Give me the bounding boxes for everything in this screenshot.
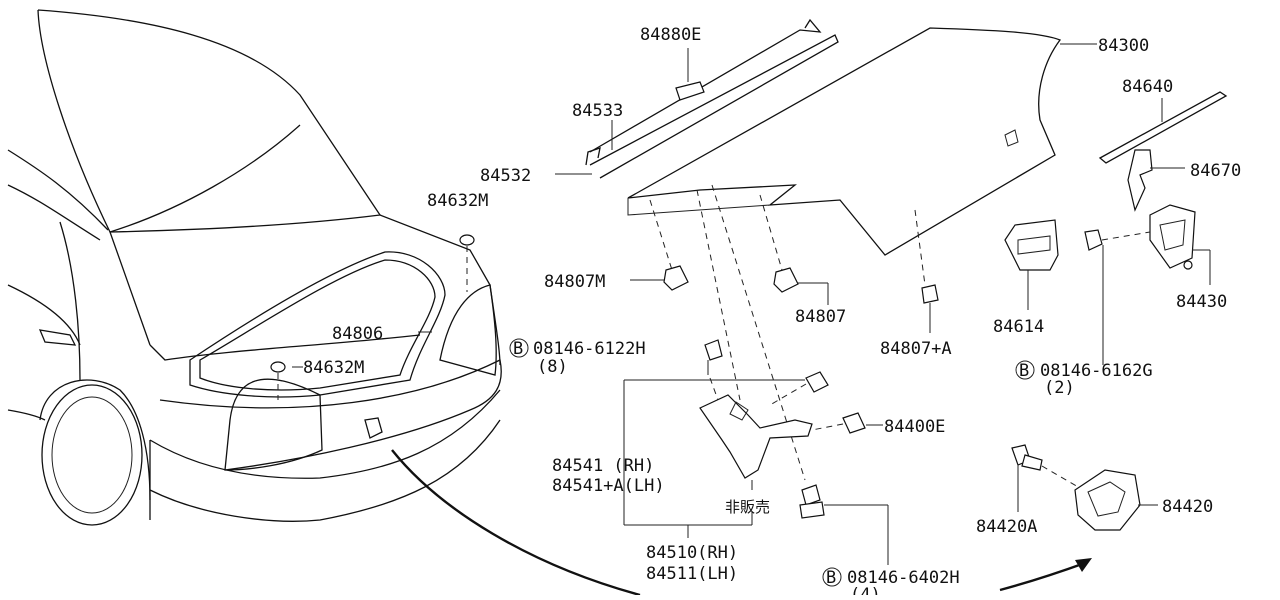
label-84632M-mid: 84632M	[303, 358, 364, 378]
striker-84420	[1011, 444, 1158, 531]
label-84300: 84300	[1098, 36, 1149, 56]
label-84510-rh: 84510(RH)	[646, 543, 738, 563]
label-84541-rh: 84541 (RH)	[552, 456, 654, 476]
label-84632M-top: 84632M	[427, 191, 488, 211]
flow-arrow-right	[999, 561, 1086, 592]
label-bolt-qty-2: (2)	[1044, 378, 1075, 398]
label-84541A-lh: 84541+A(LH)	[552, 476, 665, 496]
label-84670: 84670	[1190, 161, 1241, 181]
hinge-84541	[623, 339, 889, 565]
label-84420: 84420	[1162, 497, 1213, 517]
label-bolt-08146-6402H: 08146-6402H	[847, 568, 960, 588]
label-not-for-sale: 非販売	[725, 498, 770, 516]
label-84614: 84614	[993, 317, 1044, 337]
label-84807M: 84807M	[544, 272, 605, 292]
torsion-rods	[555, 18, 839, 179]
label-84807A: 84807+A	[880, 339, 952, 359]
car-rear-body	[7, 9, 502, 526]
label-84430: 84430	[1176, 292, 1227, 312]
label-84640: 84640	[1122, 77, 1173, 97]
label-bolt-08146-6162G: 08146-6162G	[1040, 361, 1153, 381]
label-84511-lh: 84511(LH)	[646, 564, 738, 584]
label-bolt-qty-4: (4)	[850, 585, 881, 595]
bolt-marker-icon: B	[509, 338, 529, 359]
svg-text:B: B	[513, 339, 523, 359]
bolt-marker-icon: B	[1015, 360, 1035, 381]
bumper-stops	[630, 265, 939, 333]
lid-stay	[1098, 91, 1228, 212]
flow-arrow-left	[391, 449, 641, 597]
svg-text:B: B	[1019, 361, 1029, 381]
svg-text:B: B	[826, 568, 836, 588]
label-bolt-08146-6122H: 08146-6122H	[533, 339, 646, 359]
label-84806: 84806	[332, 324, 383, 344]
label-84807: 84807	[795, 307, 846, 327]
latch-84430	[1084, 204, 1211, 365]
label-84532: 84532	[480, 166, 531, 186]
cylinder-84614	[1004, 219, 1059, 310]
label-84533: 84533	[572, 101, 623, 121]
label-84400E: 84400E	[884, 417, 945, 437]
label-84420A: 84420A	[976, 517, 1037, 537]
bolt-marker-icon: B	[822, 567, 842, 588]
label-84880E: 84880E	[640, 25, 701, 45]
arrow-head-icon	[1075, 558, 1092, 572]
label-bolt-qty-8: (8)	[537, 357, 568, 377]
